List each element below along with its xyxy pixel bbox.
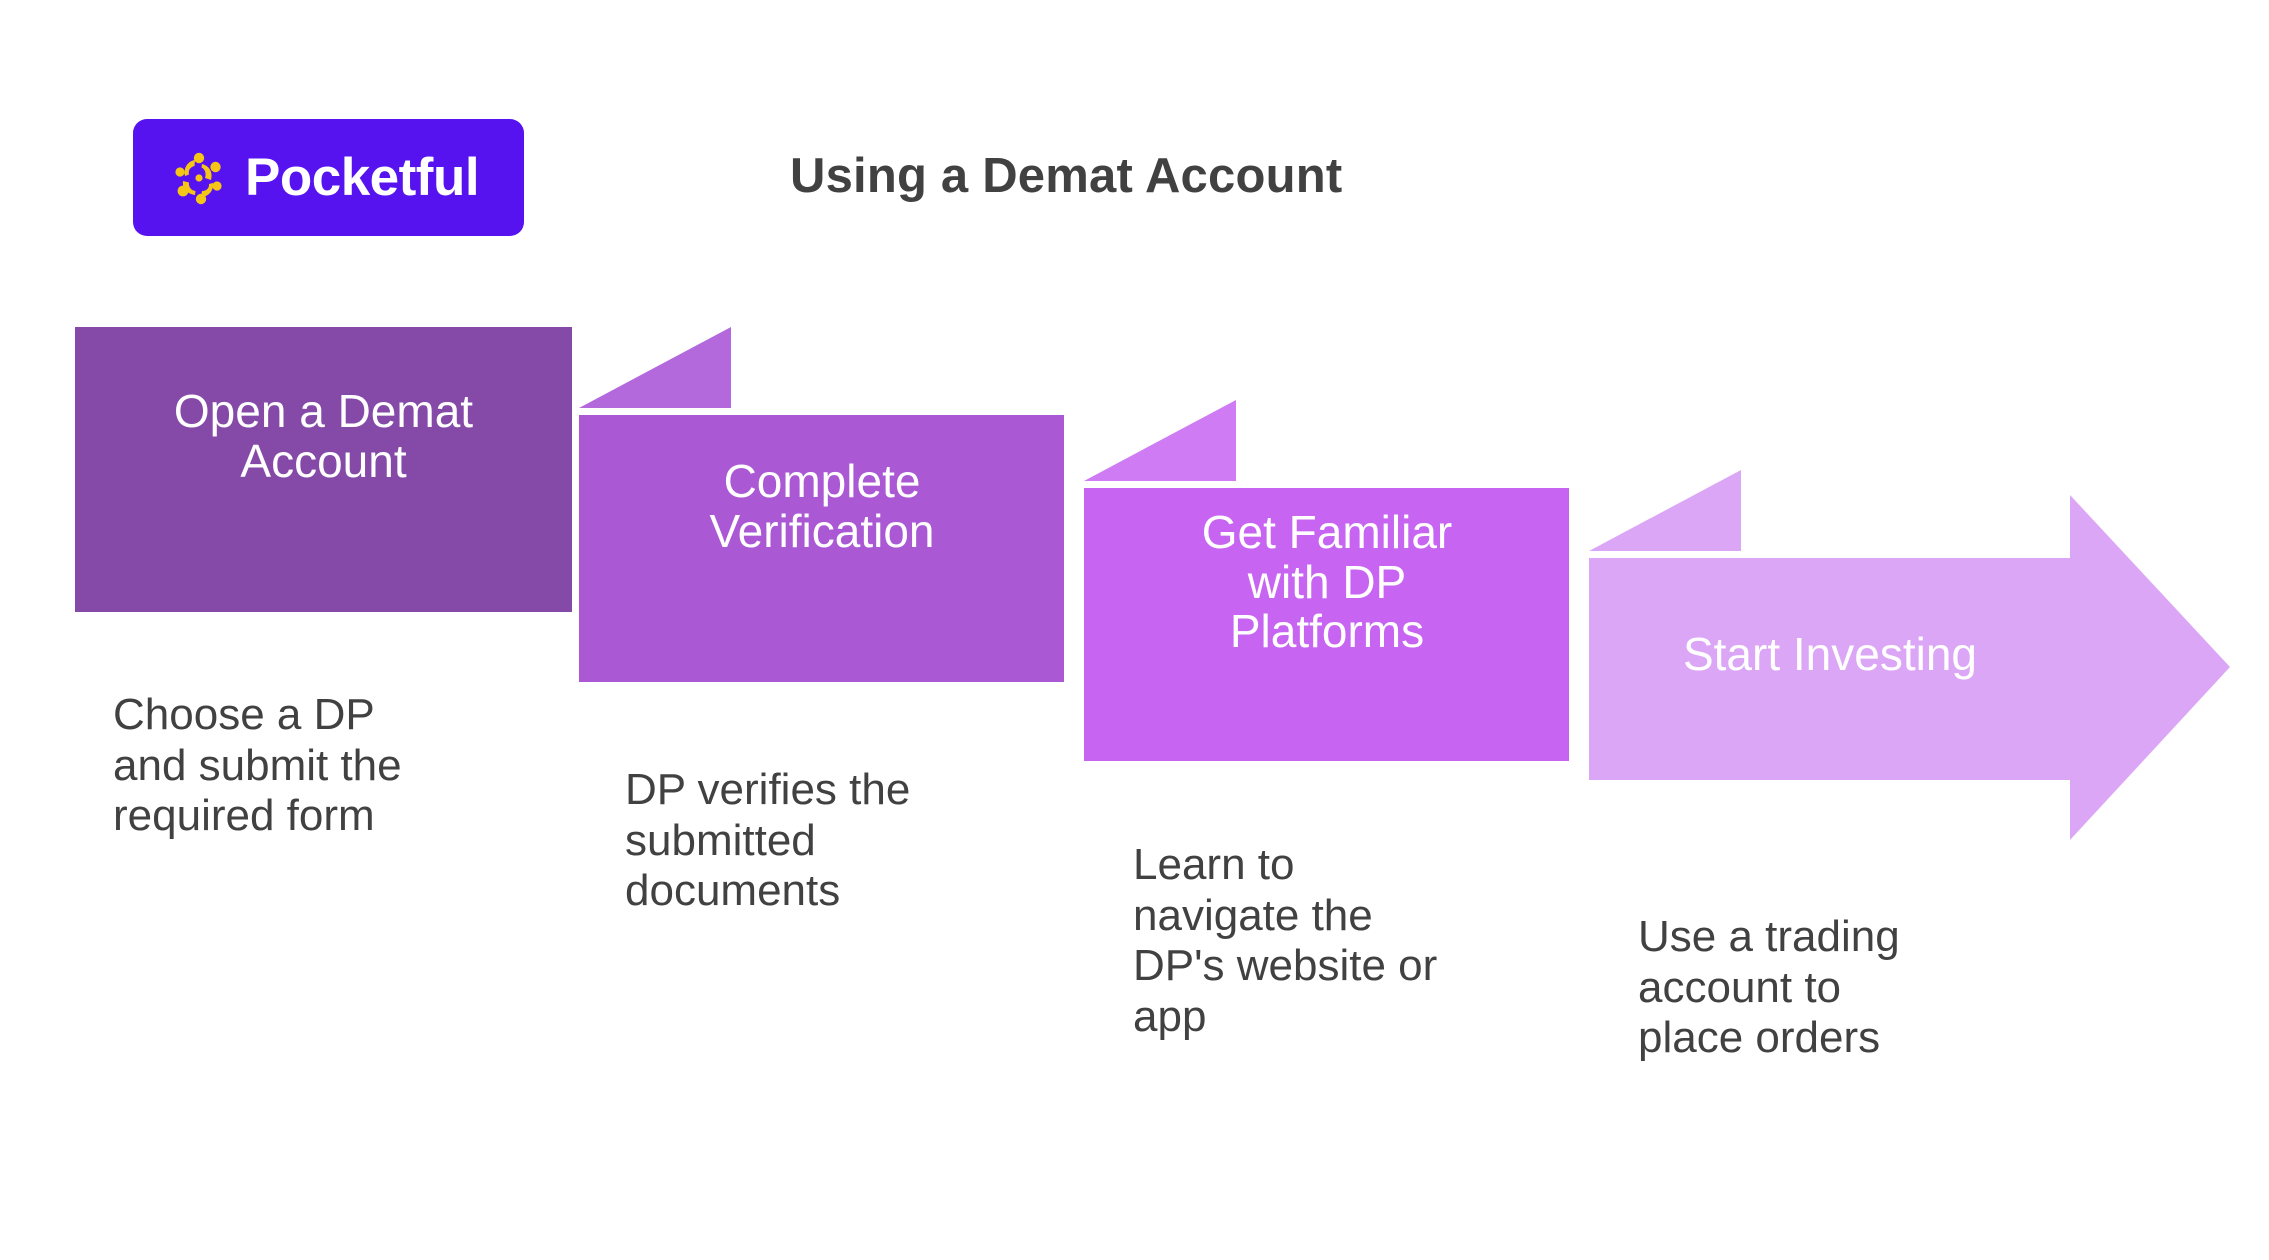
page-title: Using a Demat Account <box>790 149 1343 203</box>
brand-wordmark: Pocketful <box>245 148 480 207</box>
step-3-label: Get Familiar with DP Platforms <box>1201 506 1453 658</box>
process-step-1[interactable]: Open a Demat Account <box>75 327 575 612</box>
step-1-ribbon-shape <box>75 327 572 612</box>
step-3-caption: Learn to navigate the DP's website or ap… <box>1133 840 1438 1041</box>
step-4-arrow-shape <box>1589 470 2230 840</box>
step-2-ribbon-shape <box>579 327 1064 682</box>
step-2-caption: DP verifies the submitted documents <box>625 765 911 916</box>
process-step-2[interactable]: Complete Verification <box>579 327 1140 682</box>
process-step-3[interactable]: Get Familiar with DP Platforms <box>1084 400 1645 770</box>
step-4-caption: Use a trading account to place orders <box>1638 912 1900 1063</box>
step-4-label: Start Investing <box>1682 628 1978 680</box>
process-step-4[interactable]: Start Investing <box>1589 470 2250 870</box>
step-1-caption: Choose a DP and submit the required form <box>113 690 402 841</box>
brand-logo-badge: Pocketful <box>133 119 524 236</box>
step-2-label: Complete Verification <box>709 455 935 557</box>
step-1-label: Open a Demat Account <box>173 385 474 487</box>
pinwheel-dots-icon <box>175 152 222 204</box>
step-3-ribbon-shape <box>1084 400 1569 761</box>
